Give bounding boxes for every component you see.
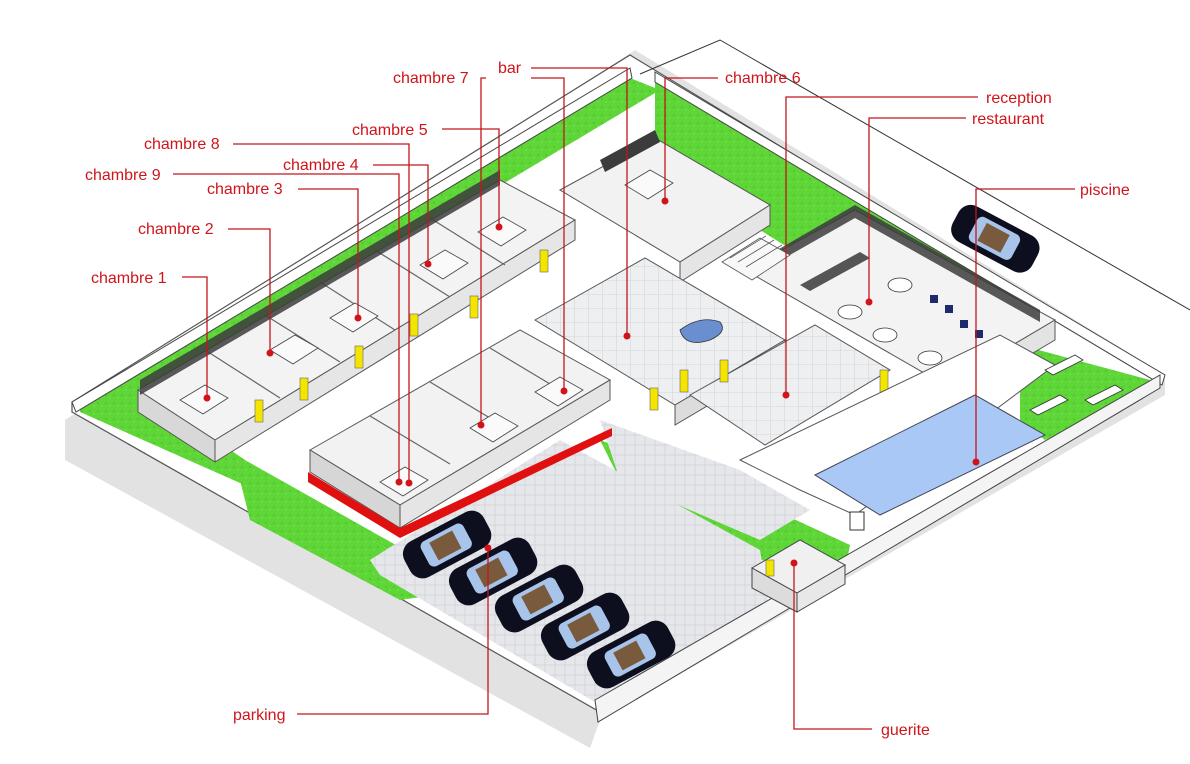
label-restaurant: restaurant — [972, 111, 1045, 128]
label-parking: parking — [233, 707, 285, 724]
label-chambre-2: chambre 2 — [138, 221, 214, 238]
parked-cars — [402, 204, 1040, 689]
label-chambre-5: chambre 5 — [352, 122, 428, 139]
car-icon — [586, 620, 676, 689]
car-icon — [494, 564, 584, 633]
label-chambre-1: chambre 1 — [91, 270, 167, 287]
label-guerite: guerite — [881, 722, 930, 739]
car-icon — [951, 204, 1040, 273]
label-bar: bar — [498, 60, 522, 77]
label-piscine: piscine — [1080, 182, 1130, 199]
label-chambre-8: chambre 8 — [144, 136, 220, 153]
label-reception: reception — [986, 90, 1052, 107]
rooms-block-front — [308, 329, 612, 538]
label-chambre-4: chambre 4 — [283, 157, 359, 174]
label-chambre-3: chambre 3 — [207, 181, 283, 198]
bar-atrium — [534, 257, 891, 446]
car-icon — [448, 537, 538, 606]
callouts — [173, 67, 1075, 730]
car-icon — [540, 592, 630, 661]
label-chambre-7: chambre 7 — [393, 70, 469, 87]
label-chambre-6: chambre 6 — [725, 70, 801, 87]
boundary-walls — [71, 67, 1166, 723]
label-texts: chambre 1 chambre 2 chambre 3 chambre 4 … — [85, 60, 1130, 739]
guard-house — [750, 539, 847, 613]
car-icon — [402, 510, 492, 579]
label-chambre-9: chambre 9 — [85, 167, 161, 184]
